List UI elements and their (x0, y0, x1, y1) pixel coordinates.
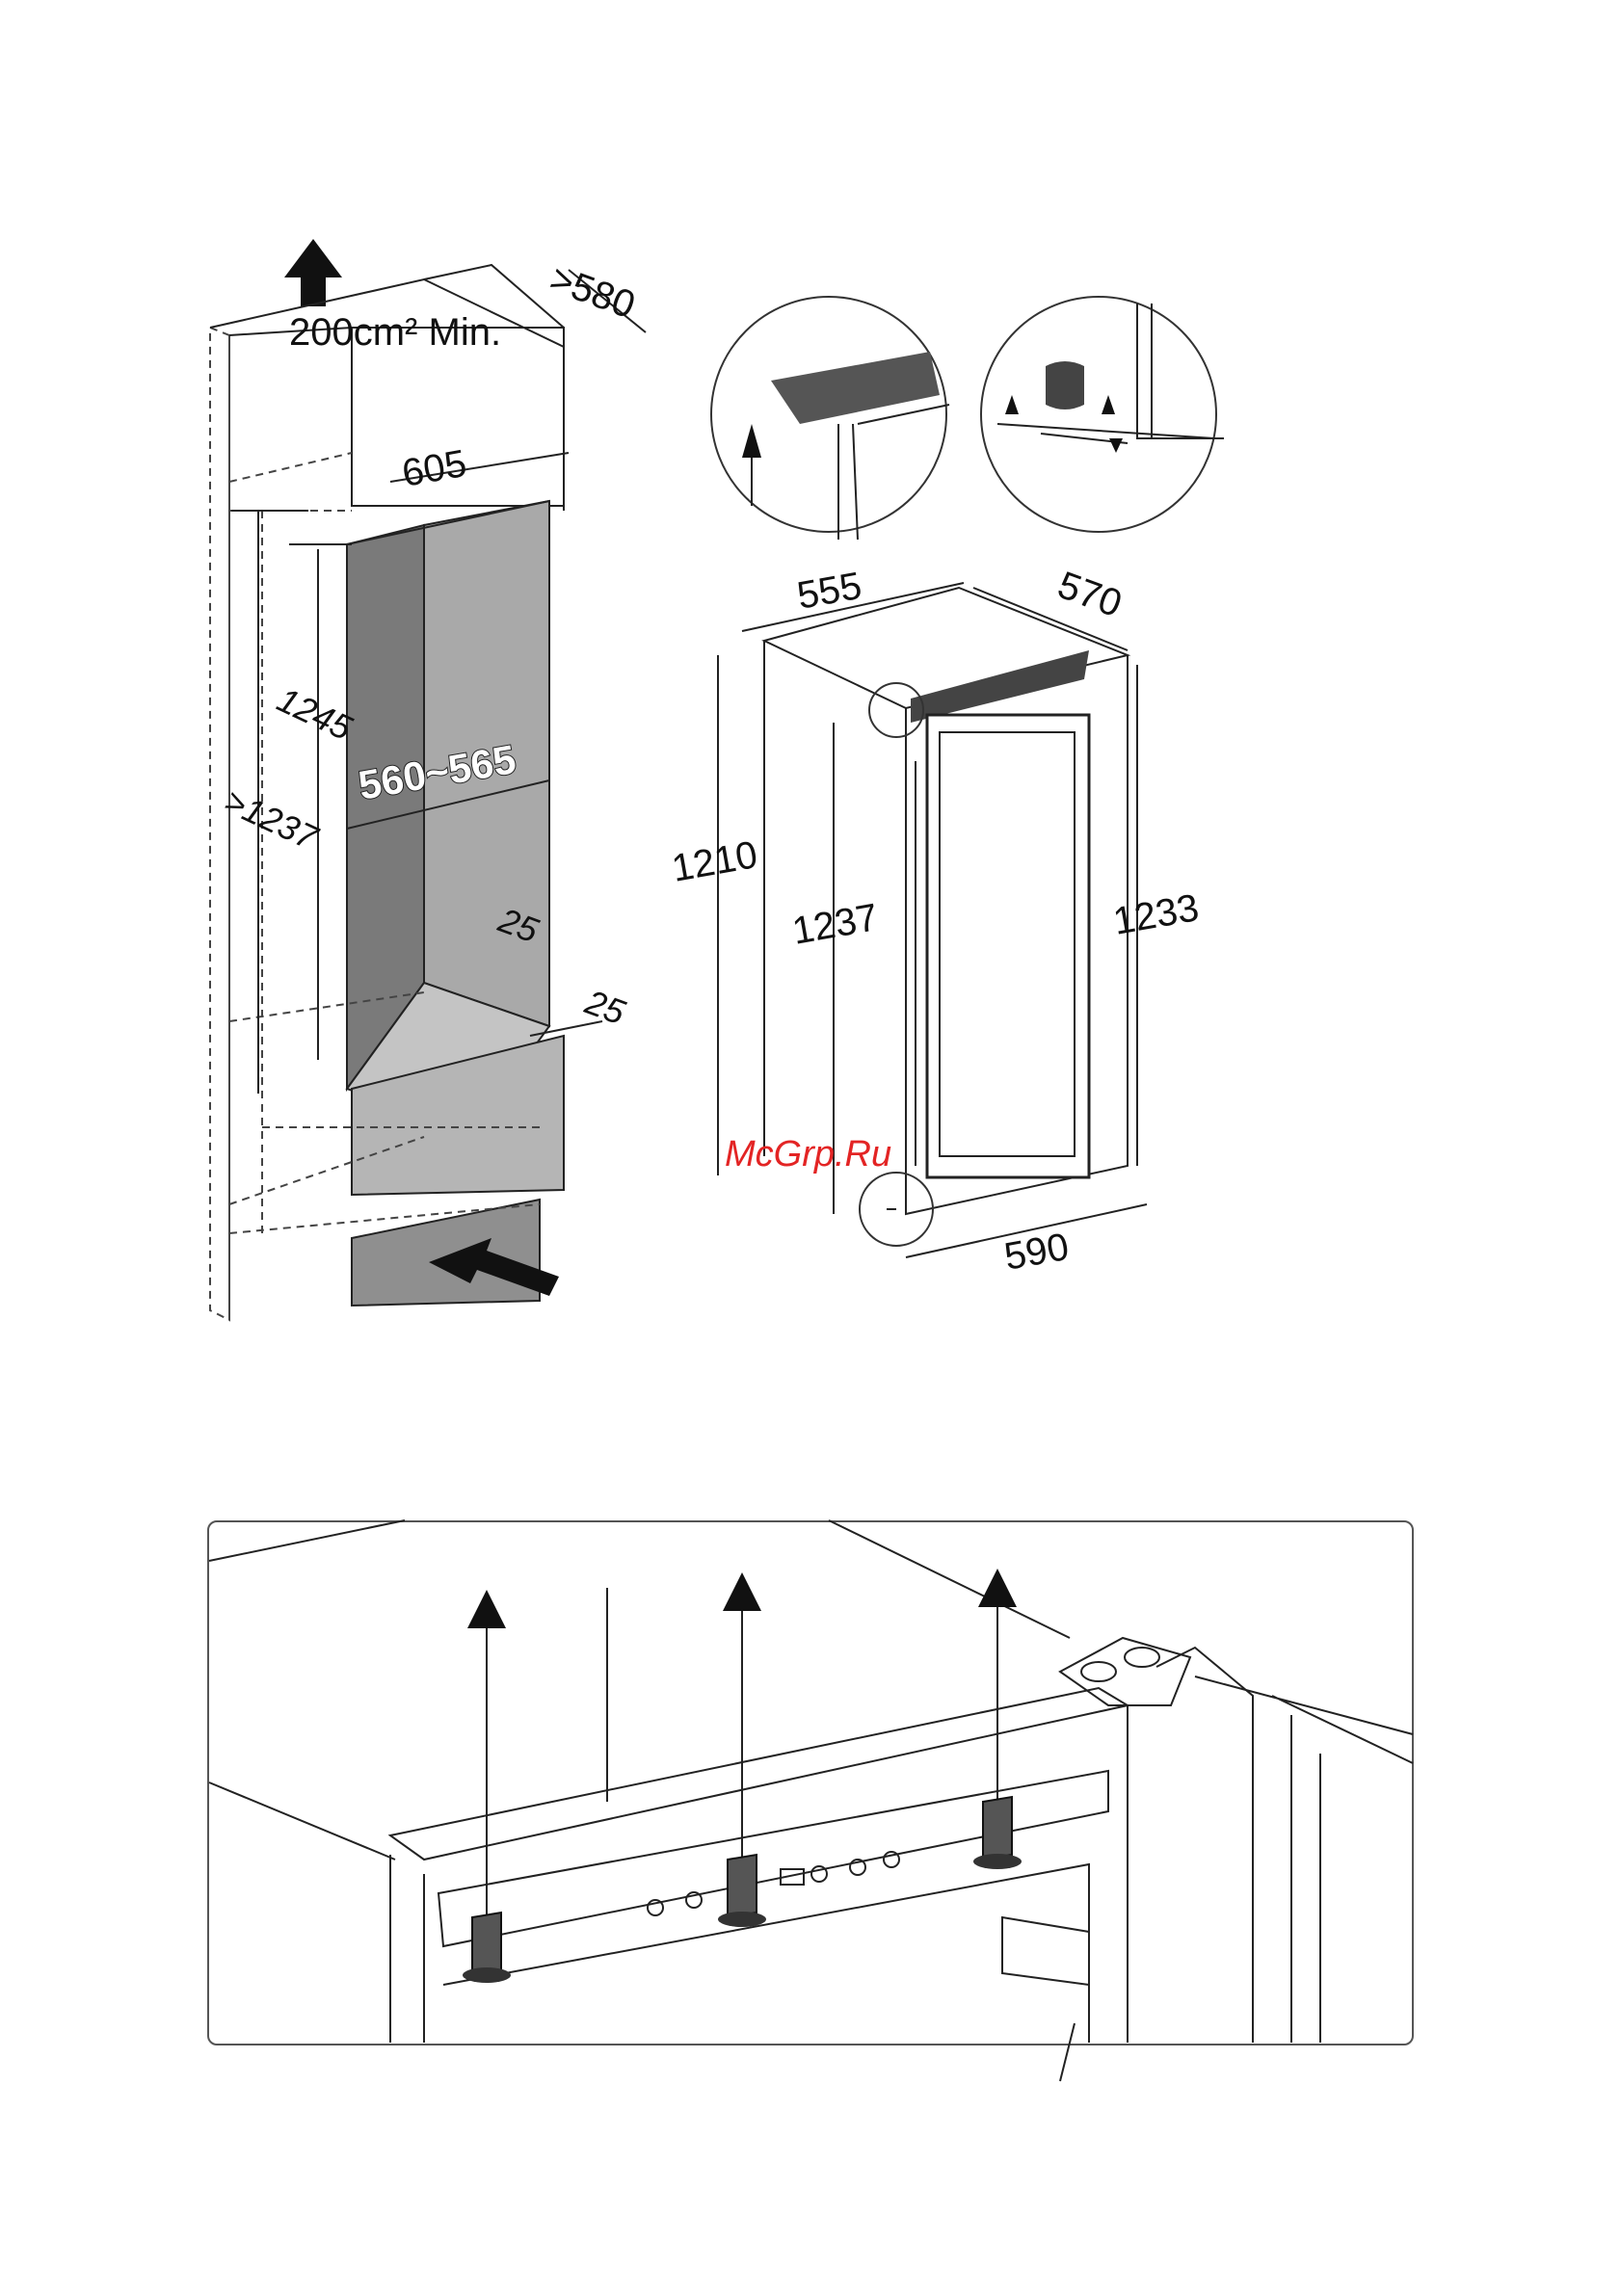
arrow-up-icon (723, 1572, 761, 1611)
arrow-up-icon (467, 1590, 506, 1628)
screw-right (973, 1569, 1022, 1869)
screw-middle (718, 1572, 766, 1927)
arrow-up-icon (978, 1569, 1017, 1607)
screw-left (463, 1590, 511, 1983)
